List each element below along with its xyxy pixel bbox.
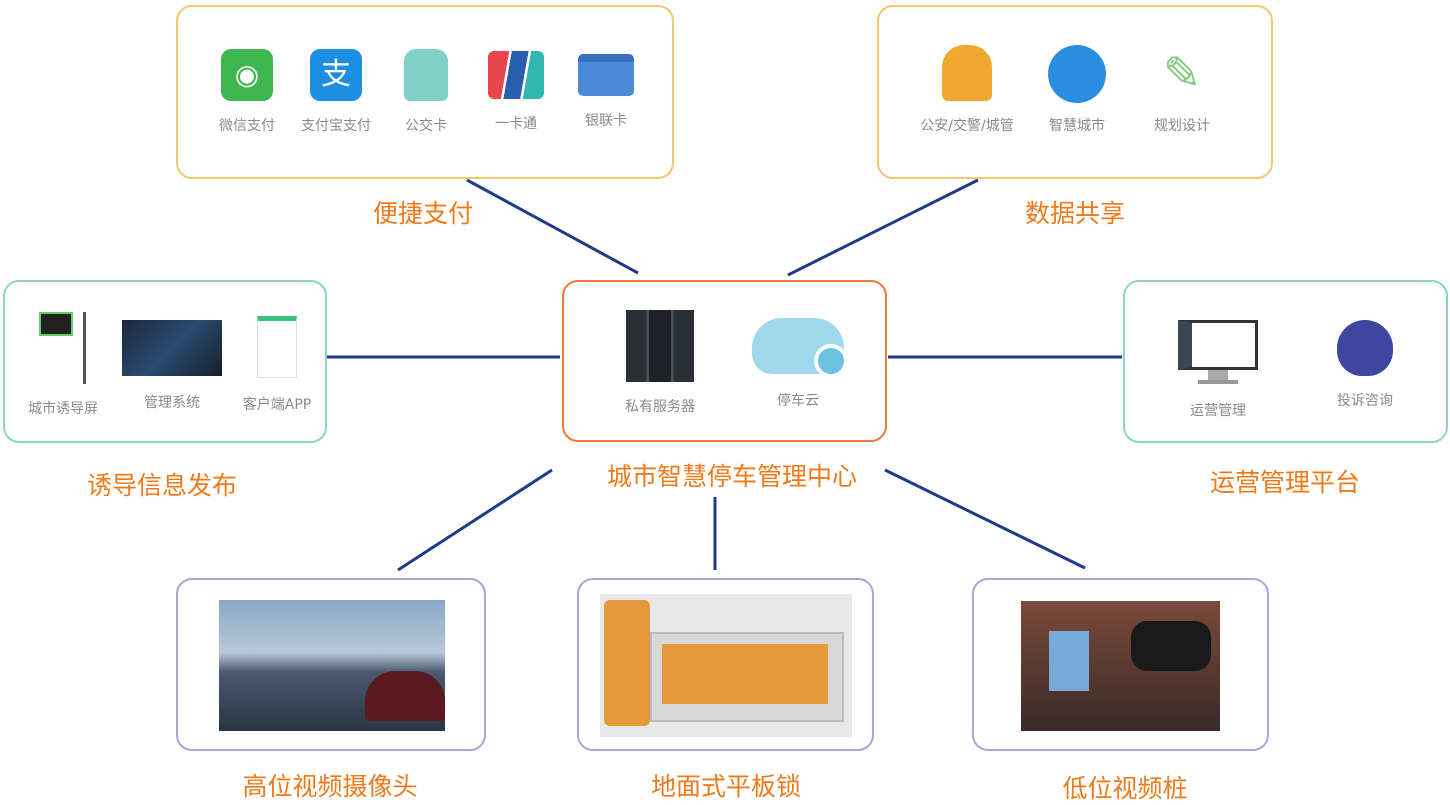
pile-label: 低位视频桩: [1062, 774, 1188, 803]
center-box: 私有服务器 停车云: [562, 280, 887, 442]
guidance-box: 城市诱导屏 管理系统 客户端APP: [3, 280, 327, 443]
payment-wechat: ◉微信支付: [197, 49, 297, 135]
data-smart-city: 智慧城市: [1027, 45, 1127, 135]
guidance-label: 诱导信息发布: [86, 471, 238, 500]
line-data-share: [787, 178, 979, 277]
center-title: 城市智慧停车管理中心: [606, 462, 858, 491]
operations-box: 运营管理 投诉咨询: [1123, 280, 1448, 443]
high-video-camera-image: [219, 600, 445, 731]
bank-card-icon: [578, 54, 634, 96]
headset-support-icon: [1337, 320, 1393, 376]
wechat-icon: ◉: [221, 49, 273, 101]
lock-label: 地面式平板锁: [650, 772, 802, 801]
data-police: 公安/交警/城管: [917, 45, 1017, 135]
line-camera: [397, 468, 553, 572]
data-share-box: 公安/交警/城管 智慧城市 ✎规划设计: [877, 5, 1273, 179]
ruler-pencil-icon: ✎: [1162, 46, 1202, 100]
center-parking-cloud: 停车云: [748, 318, 848, 410]
center-private-server: 私有服务器: [610, 310, 710, 416]
operations-management: 运营管理: [1168, 320, 1268, 420]
camera-box: [176, 578, 486, 751]
flat-lock-image: [600, 594, 852, 737]
guidance-screen: 城市诱导屏: [13, 312, 113, 418]
police-icon: [942, 45, 992, 101]
payment-label: 便捷支付: [372, 199, 474, 228]
guidance-app: 客户端APP: [227, 316, 327, 414]
one-card-icon: [488, 51, 544, 99]
camera-label: 高位视频摄像头: [242, 772, 418, 801]
pile-box: [972, 578, 1269, 751]
lock-box: [577, 578, 874, 751]
dashboard-thumbnail: [122, 320, 222, 376]
cloud-gear-icon: [752, 318, 848, 378]
bus-icon: [404, 49, 448, 101]
payment-box: ◉微信支付 支支付宝支付 公交卡 一卡通 银联卡: [176, 5, 674, 179]
payment-unionpay: 银联卡: [556, 49, 656, 130]
low-video-pile-image: [1021, 601, 1220, 731]
payment-alipay: 支支付宝支付: [286, 49, 386, 135]
payment-bus-card: 公交卡: [376, 49, 476, 135]
monitor-icon: [1178, 320, 1258, 386]
data-planning: ✎规划设计: [1154, 46, 1210, 134]
guidance-screen-icon: [39, 312, 87, 384]
operations-complaints: 投诉咨询: [1315, 320, 1415, 410]
operations-label: 运营管理平台: [1209, 468, 1361, 497]
line-payment: [466, 178, 639, 275]
line-pile: [884, 468, 1086, 570]
smart-city-icon: [1048, 45, 1106, 103]
guidance-management-system: 管理系统: [122, 320, 222, 412]
payment-one-card: 一卡通: [466, 49, 566, 133]
alipay-icon: 支: [310, 49, 362, 101]
app-thumbnail: [257, 316, 297, 378]
data-share-label: 数据共享: [1024, 199, 1126, 228]
server-icon: [626, 310, 694, 382]
